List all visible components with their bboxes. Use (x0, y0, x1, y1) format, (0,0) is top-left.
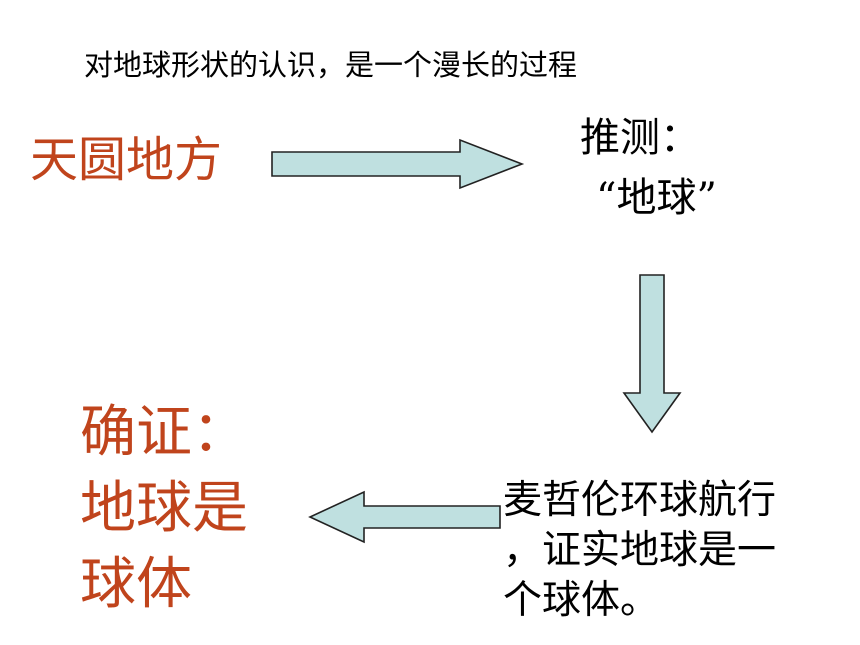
stage-magellan-line-1: 麦哲伦环球航行 (503, 478, 777, 523)
stage-hypothesis: 推测： “地球” (580, 108, 717, 228)
stage-magellan-line-3: 个球体。 (503, 578, 660, 623)
stage-confirmation-line-3: 球体 (80, 552, 192, 617)
slide-subtitle: 对地球形状的认识，是一个漫长的过程 (84, 48, 578, 82)
stage-confirmation-label: 确证： (80, 400, 248, 465)
stage-magellan-circumnavigation: 麦哲伦环球航行 ，证实地球是一 个球体。 (503, 476, 833, 626)
stage-heaven-round-earth-square: 天圆地方 (30, 132, 223, 188)
stage-magellan-line-2: ，证实地球是一 (503, 528, 777, 573)
stage-confirmation: 确证： 地球是 球体 (80, 395, 248, 623)
stage-hypothesis-term: “地球” (596, 175, 717, 221)
stage-hypothesis-label: 推测： (580, 115, 700, 161)
stage-confirmation-line-2: 地球是 (80, 476, 248, 541)
